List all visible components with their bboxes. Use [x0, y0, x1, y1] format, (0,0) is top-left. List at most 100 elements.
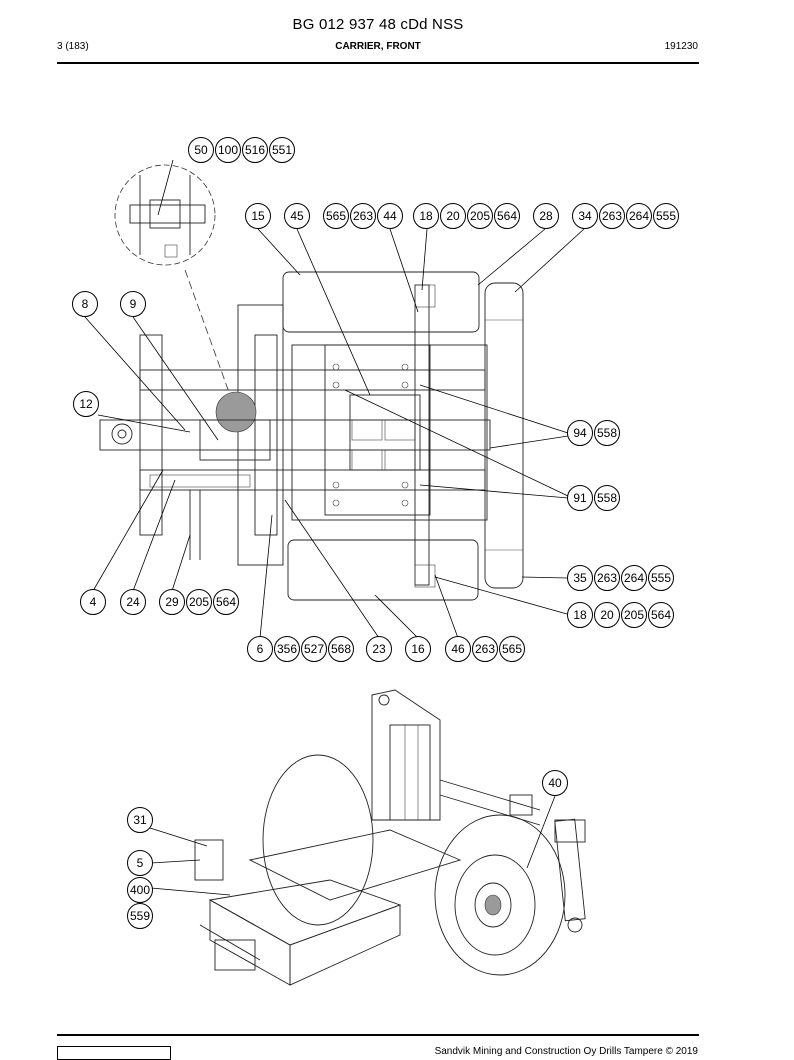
callout-18: 18 20 205 564 [567, 602, 674, 628]
callout-number: 356 [277, 642, 297, 656]
callout-number: 35 [573, 571, 587, 585]
callout-circle [284, 203, 310, 229]
callout-circle [377, 203, 403, 229]
callout-number: 558 [597, 491, 617, 505]
callout-circle [242, 137, 268, 163]
callout-5: 5 [127, 850, 153, 876]
callout-number: 9 [130, 297, 137, 311]
callout-number: 5 [137, 856, 144, 870]
callout-29: 29 205 564 [159, 589, 239, 615]
callout-circle [567, 602, 593, 628]
callout-number: 516 [245, 143, 265, 157]
callout-circle [245, 203, 271, 229]
callout-number: 91 [573, 491, 587, 505]
callout-circle [440, 203, 466, 229]
sandvik-logo [57, 1046, 171, 1060]
callout-number: 205 [470, 209, 490, 223]
page-number: 3 (183) [57, 41, 89, 52]
callout-number: 527 [304, 642, 324, 656]
callout-circle [213, 589, 239, 615]
header-rule [57, 62, 699, 64]
callout-400: 400 [127, 877, 153, 903]
callout-circle [186, 589, 212, 615]
footer-rule [57, 1034, 699, 1036]
callout-circle [405, 636, 431, 662]
callout-559: 559 [127, 903, 153, 929]
callout-number: 558 [597, 426, 617, 440]
callout-circle [594, 565, 620, 591]
document-title: BG 012 937 48 cDd NSS [292, 16, 464, 33]
callout-circle [626, 203, 652, 229]
callout-circle [648, 565, 674, 591]
callout-circle [120, 291, 146, 317]
callout-number: 20 [600, 608, 614, 622]
callout-circle [599, 203, 625, 229]
callout-number: 45 [290, 209, 304, 223]
callout-number: 205 [189, 595, 209, 609]
callout-circle [621, 602, 647, 628]
callout-34: 34 263 264 555 [572, 203, 679, 229]
callout-circle [127, 877, 153, 903]
callout-number: 555 [656, 209, 676, 223]
callout-circle [72, 291, 98, 317]
callout-number: 16 [411, 642, 425, 656]
callout-45: 45 [284, 203, 310, 229]
callout-circle [567, 565, 593, 591]
callout-6: 6 356 527 568 [247, 636, 354, 662]
callout-circle [127, 807, 153, 833]
callout-circle [533, 203, 559, 229]
callout-number: 565 [502, 642, 522, 656]
callout-number: 264 [629, 209, 649, 223]
callout-number: 6 [257, 642, 264, 656]
callout-40: 40 [542, 770, 568, 796]
section-title: CARRIER, FRONT [335, 41, 421, 52]
top-view-leaders [84, 159, 585, 639]
callout-number: 23 [372, 642, 386, 656]
callout-circle [494, 203, 520, 229]
callout-number: 44 [383, 209, 397, 223]
callout-circle [80, 589, 106, 615]
callout-number: 40 [548, 776, 562, 790]
callout-16: 16 [405, 636, 431, 662]
callout-4: 4 [80, 589, 106, 615]
callout-circle [188, 137, 214, 163]
callout-number: 18 [573, 608, 587, 622]
callout-number: 564 [216, 595, 236, 609]
callout-circle [127, 903, 153, 929]
callout-circle [542, 770, 568, 796]
callout-circle [594, 420, 620, 446]
callout-circle [328, 636, 354, 662]
callout-number: 564 [497, 209, 517, 223]
callout-91: 91 558 [567, 485, 620, 511]
callout-circle [127, 850, 153, 876]
callout-31: 31 [127, 807, 153, 833]
callout-number: 555 [651, 571, 671, 585]
callout-number: 50 [194, 143, 208, 157]
callout-number: 568 [331, 642, 351, 656]
callout-circle [594, 602, 620, 628]
callout-number: 4 [90, 595, 97, 609]
callout-number: 263 [475, 642, 495, 656]
callout-number: 29 [165, 595, 179, 609]
callout-number: 205 [624, 608, 644, 622]
callout-number: 34 [578, 209, 592, 223]
callout-circle [472, 636, 498, 662]
callout-circle [215, 137, 241, 163]
callout-circle [73, 391, 99, 417]
iso-view-leaders [149, 795, 556, 896]
callout-23: 23 [366, 636, 392, 662]
callout-circle [120, 589, 146, 615]
callout-number: 565 [326, 209, 346, 223]
callout-circle [366, 636, 392, 662]
footer-copyright: Sandvik Mining and Construction Oy Drill… [434, 1046, 698, 1057]
callout-number: 18 [419, 209, 433, 223]
callout-number: 564 [651, 608, 671, 622]
callout-number: 263 [602, 209, 622, 223]
callout-circle [350, 203, 376, 229]
callout-circle [653, 203, 679, 229]
callout-number: 8 [82, 297, 89, 311]
